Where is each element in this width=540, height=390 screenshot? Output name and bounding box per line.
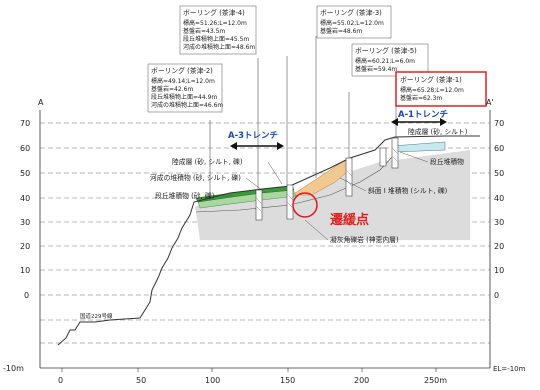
borehole-hatching [255, 147, 399, 213]
y-tick-right: 30 [494, 218, 504, 227]
label-gyokai: 凝灰角礫岩 (神恵内層) [330, 235, 399, 244]
borehole-b5-title: ボーリング (茶津-5) [355, 46, 417, 55]
label-kasei: 河成の堆積物 (砂, シルト, 礫) [150, 173, 241, 182]
label-dankyu-right: 段丘堆積物 [430, 157, 464, 166]
y-tick-right: 50 [494, 169, 504, 178]
borehole-column-4 [286, 184, 294, 220]
borehole-b5-line: 基盤岩=59.4m [355, 65, 397, 73]
rikusei-deposit-right [391, 141, 446, 153]
borehole-columns [255, 137, 399, 221]
y-tick-right: 40 [494, 194, 504, 203]
borehole-b4-box: ボーリング (茶津-4) 標高=51.26;L=12.0m 基盤岩=43.5m … [179, 5, 257, 55]
x-tick: 100 [205, 376, 220, 385]
borehole-b4-title: ボーリング (茶津-4) [183, 8, 245, 17]
borehole-column-3 [345, 157, 353, 197]
borehole-b2-line: 基盤岩=42.6m [151, 85, 193, 93]
y-tick-left: 0 [24, 291, 29, 300]
borehole-b2-box: ボーリング (茶津-2) 標高=49.14;L=12.0m 基盤岩=42.6m … [147, 63, 223, 113]
y-tick-left: 60 [20, 144, 30, 153]
y-tick-right: EL=-10m [493, 365, 526, 373]
label-shamen: 斜面 I 堆積物 (シルト, 礫) [368, 186, 448, 195]
borehole-b2-title: ボーリング (茶津-2) [151, 66, 213, 75]
section-frame [39, 110, 491, 369]
leader-lines [209, 36, 397, 200]
x-tick: 200 [354, 376, 369, 385]
y-tick-left: 40 [20, 194, 30, 203]
chikanten-circle [292, 192, 318, 218]
ground-surface [57, 135, 480, 346]
y-tick-left: 30 [20, 218, 30, 227]
trench-a3: A-3トレンチ [228, 131, 284, 150]
borehole-b2-line: 河成の堆積物上面=46.6m [151, 101, 223, 109]
trench-a1: A-1トレンチ [391, 110, 448, 126]
label-rikusei-clay: 陸成層 (砂, シルト, 礫) [172, 157, 243, 166]
y-tick-right: 20 [494, 242, 504, 251]
borehole-b5-box: ボーリング (茶津-5) 標高=60.21;L=6.0m 基盤岩=59.4m [351, 43, 429, 77]
x-tick: 250m [424, 376, 447, 385]
borehole-column-5 [379, 147, 387, 167]
borehole-b1-line: 基盤岩=62.3m [400, 94, 442, 102]
y-tick-left: 20 [20, 242, 30, 251]
borehole-b4-line: 段丘堆積物上面=45.5m [183, 35, 249, 43]
y-tick-right: 0 [494, 291, 499, 300]
y-tick-left: -10m [3, 364, 24, 373]
borehole-b4-line: 基盤岩=43.5m [183, 27, 225, 35]
borehole-b2-line: 標高=49.14;L=12.0m [151, 77, 215, 85]
borehole-b4-line: 標高=51.26;L=12.0m [183, 19, 247, 27]
layer-labels: 陸成層 (砂, シルト, 礫) 河成の堆積物 (砂, シルト, 礫) 段丘堆積物… [80, 127, 468, 320]
y-tick-right: 70 [494, 119, 504, 128]
borehole-b4-line: 河成の堆積物上面=48.6m [183, 43, 255, 51]
axis-labels: A A' 70 60 50 40 30 20 10 0 -10m 70 60 5… [3, 98, 526, 385]
bedrock-boundary [195, 153, 396, 213]
borehole-column-2 [255, 189, 263, 221]
trench-a3-label: A-3トレンチ [228, 131, 278, 141]
borehole-b3-line: 標高=55.02;L=12.0m [320, 19, 384, 27]
x-tick: 50 [136, 376, 146, 385]
x-tick: 0 [58, 376, 63, 385]
corner-right-label: A' [486, 98, 494, 107]
y-tick-left: 50 [20, 169, 30, 178]
borehole-b5-line: 標高=60.21;L=6.0m [355, 57, 415, 65]
x-tick: 150 [280, 376, 295, 385]
borehole-b1-line: 標高=65.28;L=12.0m [400, 86, 464, 94]
x-tick-marks [61, 368, 437, 372]
y-tick-right: 60 [494, 144, 504, 153]
y-tick-right: 10 [494, 266, 504, 275]
borehole-b3-line: 基盤岩=48.6m [320, 27, 362, 35]
y-tick-left: 70 [20, 119, 30, 128]
borehole-b1-title: ボーリング (茶津-1) [400, 75, 462, 84]
borehole-b3-title: ボーリング (茶津-3) [320, 8, 382, 17]
corner-left-label: A [38, 98, 44, 107]
label-dankyu: 段丘堆積物 (砂, 礫) [155, 191, 215, 200]
trench-a1-label: A-1トレンチ [398, 110, 448, 120]
borehole-b1-box: ボーリング (茶津-1) 標高=65.28;L=12.0m 基盤岩=62.3m [395, 71, 487, 107]
label-rikusei: 陸成層 (砂, シルト) [408, 127, 468, 136]
borehole-b3-box: ボーリング (茶津-3) 標高=55.02;L=12.0m 基盤岩=48.6m [316, 5, 392, 39]
borehole-b2-line: 段丘堆積物上面=44.9m [151, 93, 217, 101]
label-road: 国道229号線 [80, 312, 113, 320]
bedrock-area [195, 150, 470, 240]
chikanten-label: 遷緩点 [330, 212, 369, 228]
borehole-column-1 [391, 137, 399, 169]
y-tick-left: 10 [20, 266, 30, 275]
